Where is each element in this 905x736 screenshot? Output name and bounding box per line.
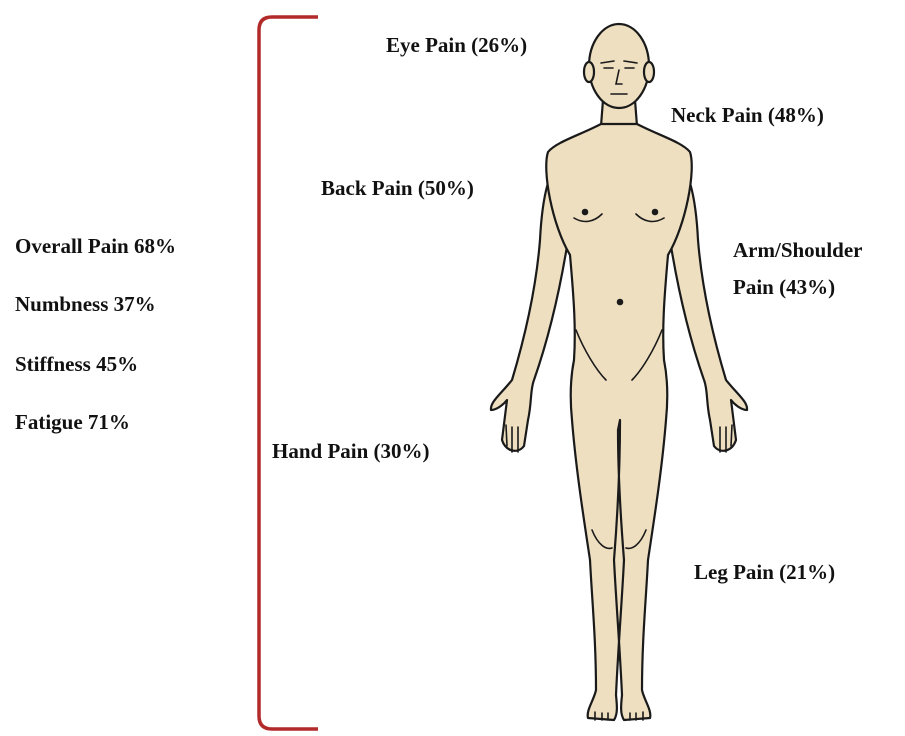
fatigue-stat: Fatigue 71% — [15, 412, 130, 433]
left-nipple — [583, 210, 588, 215]
neck-pain-label: Neck Pain (48%) — [671, 105, 824, 126]
arm-shoulder-label-line1: Arm/Shoulder — [733, 232, 863, 269]
navel — [618, 300, 623, 305]
red-bracket — [259, 17, 318, 729]
overall-pain-stat: Overall Pain 68% — [15, 236, 176, 257]
arm-shoulder-pain-label: Arm/Shoulder Pain (43%) — [733, 232, 863, 306]
human-figure — [491, 24, 747, 720]
stiffness-stat: Stiffness 45% — [15, 354, 138, 375]
arm-shoulder-label-line2: Pain (43%) — [733, 269, 863, 306]
right-nipple — [653, 210, 658, 215]
right-ear-shape — [644, 62, 654, 82]
head-shape — [589, 24, 649, 108]
eye-pain-label: Eye Pain (26%) — [386, 35, 527, 56]
leg-pain-label: Leg Pain (21%) — [694, 562, 835, 583]
back-pain-label: Back Pain (50%) — [321, 178, 474, 199]
left-ear-shape — [584, 62, 594, 82]
torso-legs-shape — [546, 124, 691, 720]
numbness-stat: Numbness 37% — [15, 294, 156, 315]
hand-pain-label: Hand Pain (30%) — [272, 441, 430, 462]
